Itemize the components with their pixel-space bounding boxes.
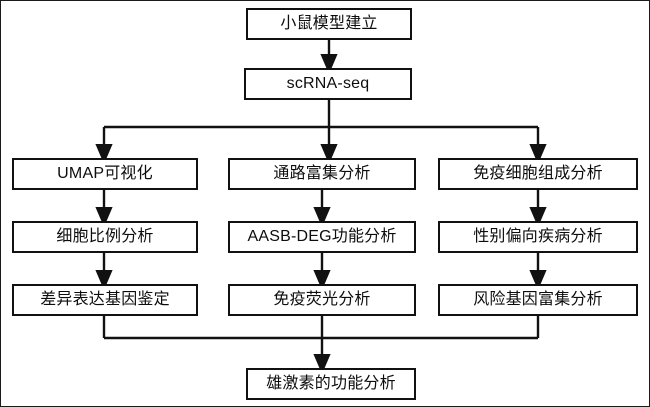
node-immunofluorescence[interactable]: 免疫荧光分析: [228, 284, 416, 316]
node-risk-gene-enrichment[interactable]: 风险基因富集分析: [438, 284, 638, 316]
node-deg-identification-label: 差异表达基因鉴定: [40, 291, 170, 308]
node-umap[interactable]: UMAP可视化: [12, 158, 198, 190]
node-scrna-seq-label: scRNA-seq: [286, 75, 370, 92]
node-androgen-function[interactable]: 雄激素的功能分析: [246, 368, 416, 400]
node-sex-bias-disease[interactable]: 性别偏向疾病分析: [438, 221, 638, 253]
node-aasb-deg-function[interactable]: AASB-DEG功能分析: [228, 221, 416, 253]
node-deg-identification[interactable]: 差异表达基因鉴定: [12, 284, 198, 316]
node-immune-composition-label: 免疫细胞组成分析: [473, 165, 603, 182]
node-start[interactable]: 小鼠模型建立: [246, 8, 412, 40]
node-pathway-enrichment-label: 通路富集分析: [273, 165, 371, 182]
node-immunofluorescence-label: 免疫荧光分析: [273, 291, 371, 308]
node-androgen-function-label: 雄激素的功能分析: [266, 375, 396, 392]
node-immune-composition[interactable]: 免疫细胞组成分析: [438, 158, 638, 190]
node-risk-gene-enrichment-label: 风险基因富集分析: [473, 291, 603, 308]
node-cell-ratio-label: 细胞比例分析: [56, 228, 154, 245]
node-sex-bias-disease-label: 性别偏向疾病分析: [473, 228, 603, 245]
node-aasb-deg-function-label: AASB-DEG功能分析: [247, 228, 397, 245]
node-cell-ratio[interactable]: 细胞比例分析: [12, 221, 198, 253]
node-scrna-seq[interactable]: scRNA-seq: [244, 68, 412, 100]
node-pathway-enrichment[interactable]: 通路富集分析: [228, 158, 416, 190]
node-start-label: 小鼠模型建立: [280, 15, 378, 32]
node-umap-label: UMAP可视化: [57, 165, 153, 182]
